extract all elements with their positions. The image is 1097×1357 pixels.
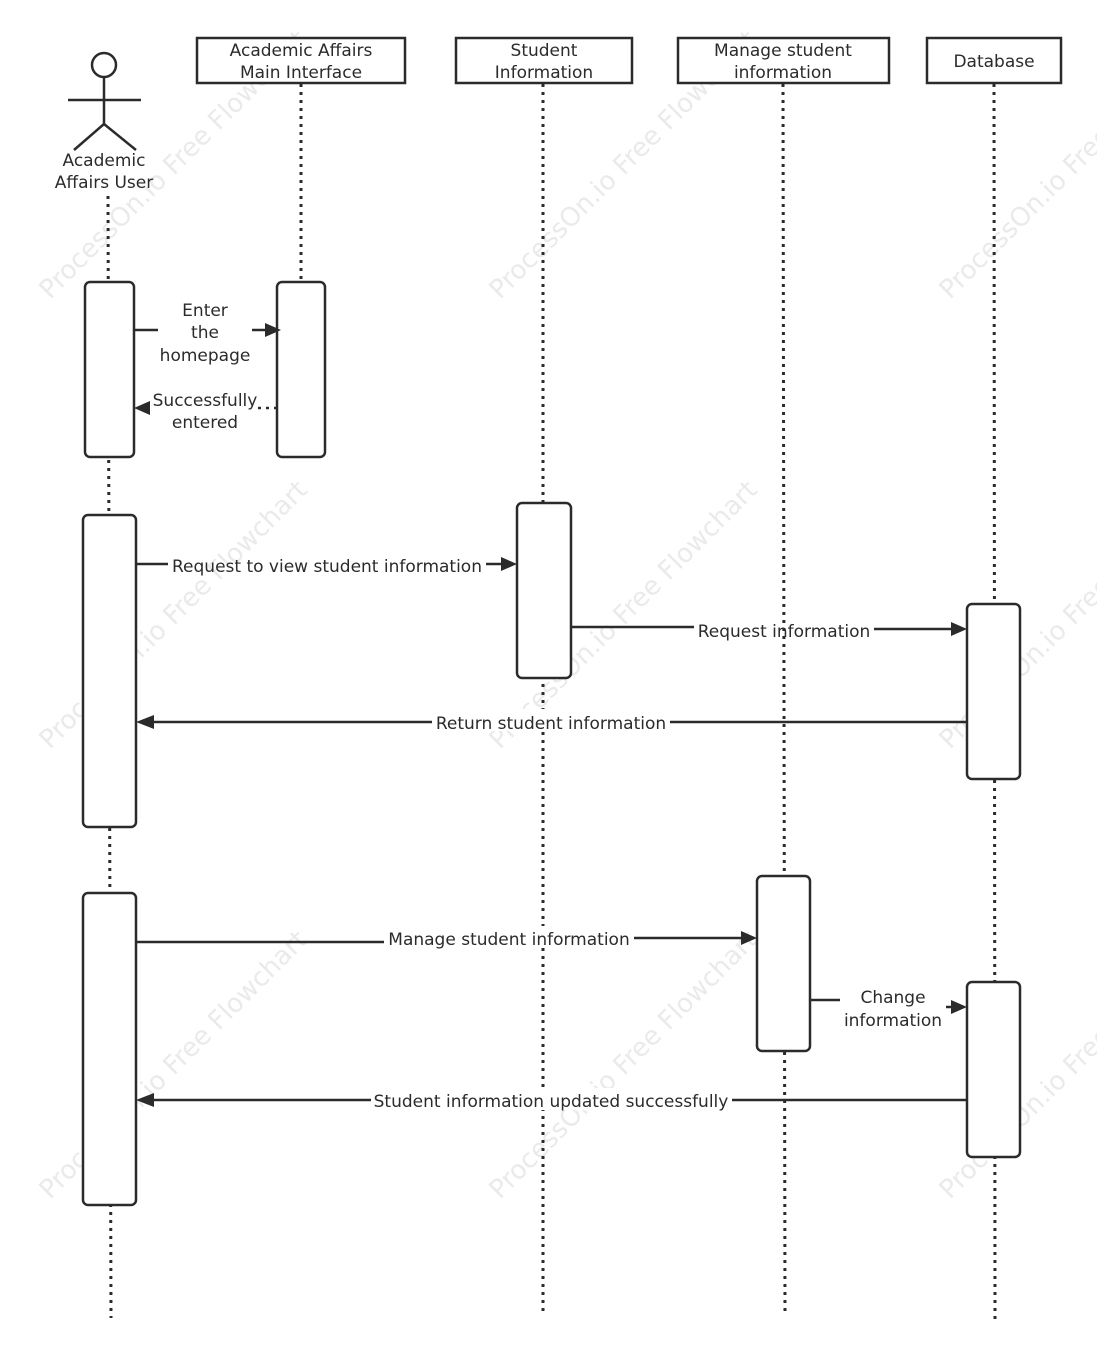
actor-icon: [68, 51, 141, 151]
arrowhead-icon: [265, 323, 281, 337]
actor-academic-affairs-user: Academic Affairs User: [55, 51, 153, 193]
watermark-4: ProcessOn.io Free Flowchart: [34, 475, 314, 755]
message-label-line1: Successfully: [153, 391, 258, 411]
message-label-line1: Enter: [182, 301, 228, 321]
participant-label-line2: information: [734, 63, 832, 83]
arrowhead-icon: [134, 401, 150, 415]
activation-main-interface-1: [275, 280, 327, 459]
participant-main-interface: Academic Affairs Main Interface: [195, 36, 407, 85]
actor-label-line1: Academic: [63, 151, 146, 171]
participant-label-line1: Academic Affairs: [230, 41, 373, 61]
activation-manage-student-1: [755, 874, 812, 1053]
participant-manage-student-information: Manage student information: [676, 36, 891, 85]
watermark-7: ProcessOn.io Free Flowchart: [34, 925, 314, 1205]
message-label: Return student information: [436, 714, 666, 734]
participant-student-information: Student Information: [454, 36, 634, 85]
arrowhead-icon: [501, 557, 517, 571]
participant-label-line1: Manage student: [714, 41, 852, 61]
message-label-line1: Change: [860, 988, 925, 1008]
message-label-line2: entered: [172, 413, 238, 433]
message-label: Request information: [698, 622, 871, 642]
activation-student-information-1: [515, 501, 573, 680]
activation-database-2: [965, 980, 1022, 1159]
message-request-information: Request information: [571, 622, 967, 642]
actor-label-line2: Affairs User: [55, 173, 153, 193]
arrowhead-icon: [741, 931, 757, 945]
message-label-line2: information: [844, 1011, 942, 1031]
participant-label-line1: Student: [511, 41, 578, 61]
message-successfully-entered: Successfully entered: [134, 391, 277, 433]
activation-user-3: [81, 891, 138, 1207]
watermark-8: ProcessOn.io Free Flowchart: [484, 925, 764, 1205]
activation-user-1: [83, 280, 136, 459]
activation-database-1: [965, 602, 1022, 781]
arrowhead-icon: [136, 715, 154, 729]
participant-label-line2: Main Interface: [240, 63, 362, 83]
arrowhead-icon: [951, 622, 967, 636]
activation-bars: [81, 280, 1022, 1207]
message-enter-homepage: Enter the homepage: [134, 301, 281, 366]
message-label: Student information updated successfully: [374, 1092, 729, 1112]
arrowhead-icon: [951, 1000, 967, 1014]
participant-database: Database: [925, 36, 1063, 85]
message-label: Manage student information: [388, 930, 629, 950]
message-return-student-information: Return student information: [136, 709, 967, 734]
message-label-line3: homepage: [160, 346, 251, 366]
activation-user-2: [81, 513, 138, 829]
participant-label-line1: Database: [953, 52, 1034, 72]
message-label-line2: the: [191, 323, 219, 343]
participant-label-line2: Information: [495, 63, 593, 83]
message-change-information: Change information: [810, 988, 967, 1031]
message-request-view-student-information: Request to view student information: [136, 557, 517, 577]
message-student-information-updated: Student information updated successfully: [136, 1088, 967, 1112]
lifeline-manage-student: [781, 83, 787, 1317]
message-manage-student-information: Manage student information: [136, 926, 757, 950]
arrowhead-icon: [136, 1093, 154, 1107]
message-label: Request to view student information: [172, 557, 482, 577]
